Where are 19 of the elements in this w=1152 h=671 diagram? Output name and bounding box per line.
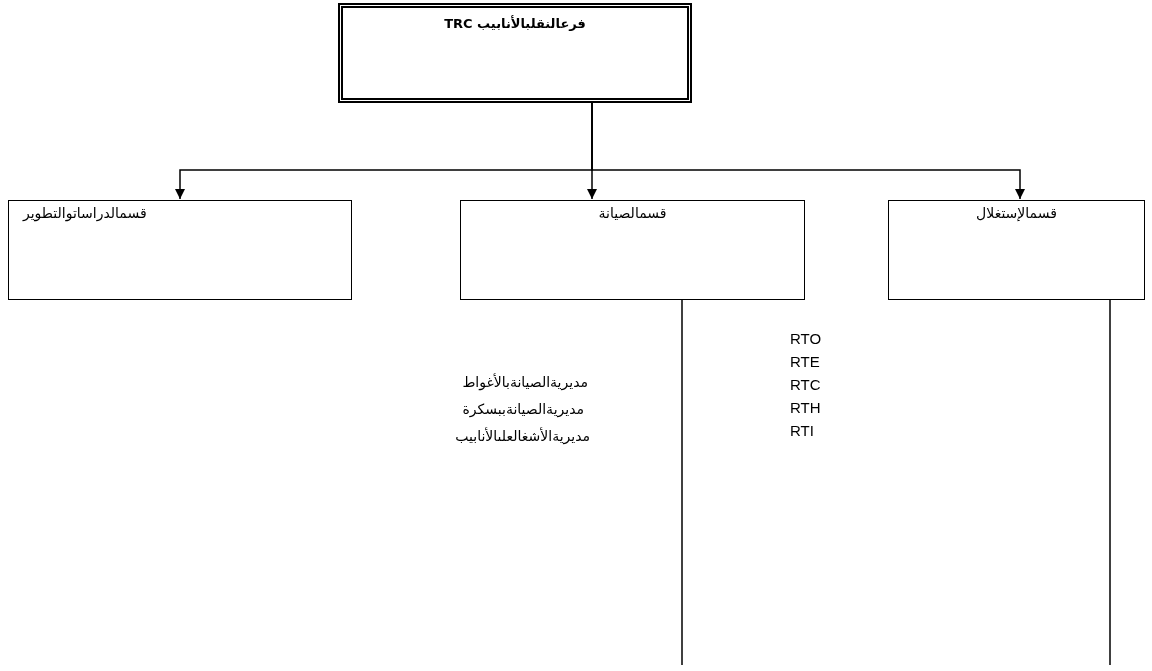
- department-box: [460, 200, 805, 300]
- arrow: [591, 102, 1026, 200]
- directorate-name: مديريةالأشغالعلىالأنابيب: [455, 428, 590, 444]
- connector-line: [1109, 299, 1111, 666]
- connector-line: [681, 299, 683, 666]
- directorate-name: مديريةالصيانةببسكرة: [462, 401, 584, 417]
- box-label: قسمالإستغلال: [976, 205, 1057, 221]
- title-box: [338, 3, 692, 103]
- unit-code: RTO: [790, 330, 822, 347]
- box-label: فرعالنقلبالأنابيب TRC: [444, 16, 586, 31]
- box-label: قسمالصيانة: [598, 205, 667, 221]
- directorate-name: مديريةالصيانةبالأغواط: [462, 374, 588, 390]
- box-label: قسمالدراساتوالتطوير: [23, 205, 147, 221]
- unit-code: RTH: [790, 399, 821, 416]
- department-box: [888, 200, 1145, 300]
- unit-code: RTE: [790, 353, 820, 370]
- unit-code: RTC: [790, 376, 821, 393]
- unit-code: RTI: [790, 422, 814, 439]
- department-box: [8, 200, 352, 300]
